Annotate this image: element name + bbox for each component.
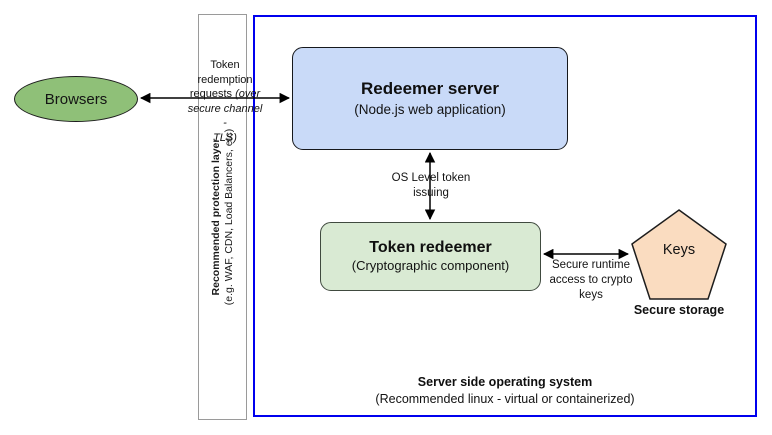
node-redeemer-server-subtitle: (Node.js web application) bbox=[354, 102, 506, 118]
protection-layer-label: Recommended protection layer (e.g. WAF, … bbox=[209, 129, 235, 305]
edge-label-line-2: redemption bbox=[197, 73, 253, 86]
server-side-os-caption-title: Server side operating system bbox=[417, 375, 593, 389]
secure-runtime-line-3: keys bbox=[579, 289, 603, 302]
secure-runtime-line-2: access to crypto bbox=[549, 274, 633, 287]
server-side-os-caption: Server side operating system (Recommende… bbox=[305, 374, 705, 408]
node-redeemer-server[interactable]: Redeemer server (Node.js web application… bbox=[292, 47, 568, 150]
secure-storage-caption: Secure storage bbox=[633, 303, 725, 317]
os-level-line-2: issuing bbox=[413, 187, 449, 200]
edge-label-os-level-token-issuing: OS Level token issuing bbox=[381, 171, 481, 201]
node-redeemer-server-title: Redeemer server bbox=[361, 79, 499, 99]
node-token-redeemer-subtitle: (Cryptographic component) bbox=[351, 258, 510, 274]
edge-label-line-3-italic: (over bbox=[235, 88, 261, 101]
node-browsers[interactable]: Browsers bbox=[14, 76, 138, 122]
server-side-os-caption-subtitle: (Recommended linux - virtual or containe… bbox=[375, 391, 635, 406]
protection-layer-title: Recommended protection layer bbox=[209, 138, 222, 296]
edge-label-line-3: requests bbox=[189, 88, 236, 101]
server-side-os-boundary bbox=[253, 15, 757, 417]
edge-label-line-1: Token bbox=[210, 59, 240, 71]
node-keys[interactable]: Keys bbox=[630, 208, 728, 301]
node-browsers-label: Browsers bbox=[44, 90, 108, 108]
edge-label-line-5: TLS) bbox=[213, 131, 237, 144]
pentagon-icon bbox=[631, 209, 727, 300]
secure-runtime-line-1: Secure runtime bbox=[552, 259, 630, 271]
node-token-redeemer-title: Token redeemer bbox=[369, 239, 492, 257]
protection-layer-subtitle: (e.g. WAF, CDN, Load Balancers, etc) bbox=[222, 128, 235, 306]
node-keys-label: Keys bbox=[662, 242, 696, 258]
edge-label-line-4: secure channel - bbox=[187, 102, 263, 130]
edge-label-secure-runtime-access: Secure runtime access to crypto keys bbox=[545, 258, 637, 304]
os-level-line-1: OS Level token bbox=[391, 172, 471, 184]
protection-layer-column: Recommended protection layer (e.g. WAF, … bbox=[198, 14, 247, 420]
node-token-redeemer[interactable]: Token redeemer (Cryptographic component) bbox=[320, 222, 541, 291]
edge-label-token-redemption: Token redemption requests (over secure c… bbox=[185, 58, 265, 145]
